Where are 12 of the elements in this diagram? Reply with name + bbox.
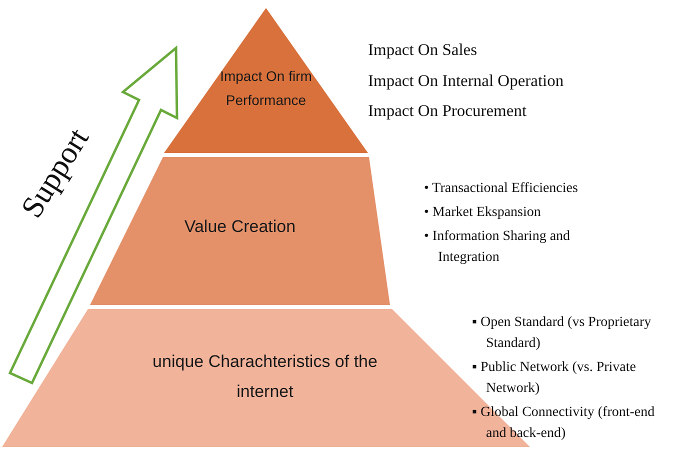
tier-label: Impact On firm Performance	[219, 67, 313, 110]
list-item: Impact On Sales	[368, 39, 478, 61]
list-item: • Information Sharing and Integration	[424, 228, 572, 267]
list-item: ▪ Open Standard (vs Proprietary Standard)	[472, 314, 652, 353]
list-item: Impact On Procurement	[368, 100, 528, 122]
list-item: • Transactional Efficiencies	[424, 180, 579, 198]
tier-label: Value Creation	[183, 216, 297, 238]
tier-label: unique Charachteristics of the internet	[152, 351, 378, 403]
list-item: ▪ Public Network (vs. Private Network)	[472, 359, 637, 398]
list-item: Impact On Internal Operation	[368, 70, 565, 92]
list-item: ▪ Global Connectivity (front-end and back-end)	[472, 404, 656, 443]
list-item: • Market Ekspansion	[424, 204, 542, 222]
